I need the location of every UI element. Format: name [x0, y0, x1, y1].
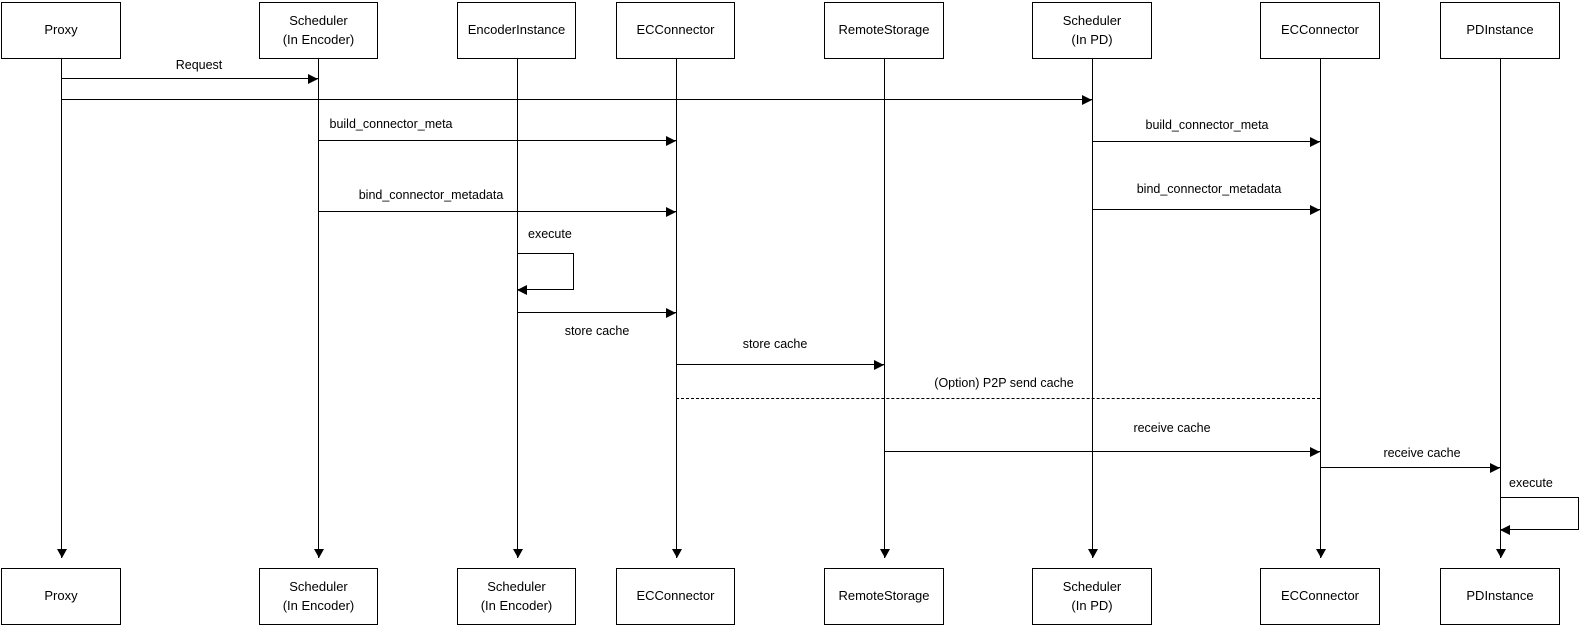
participant-box-bottom-pdinstance[interactable]: PDInstance — [1440, 568, 1560, 625]
message-label-m8: store cache — [742, 337, 808, 351]
message-line-m3 — [318, 140, 676, 141]
participant-box-bottom-proxy[interactable]: Proxy — [1, 568, 121, 625]
participant-box-top-ecconnector_e[interactable]: ECConnector — [616, 2, 735, 59]
participant-box-bottom-label-primary: ECConnector — [636, 588, 715, 604]
lifeline-remotestorage — [884, 59, 885, 558]
message-line-m1 — [61, 78, 318, 79]
message-arrow-icon-m8 — [874, 359, 884, 370]
participant-box-top-label-primary: Proxy — [44, 22, 78, 38]
participant-box-bottom-label-secondary: (In PD) — [1071, 597, 1113, 613]
message-arrow-icon-m6 — [1310, 204, 1320, 215]
message-label-m3: build_connector_meta — [329, 117, 453, 131]
participant-box-bottom-label-primary: Proxy — [44, 588, 78, 604]
participant-box-top-label-primary: PDInstance — [1466, 22, 1534, 38]
participant-box-bottom-label-primary: RemoteStorage — [838, 588, 930, 604]
participant-box-bottom-label-primary: ECConnector — [1280, 588, 1360, 604]
lifeline-end-arrow-icon-proxy — [56, 549, 67, 558]
participant-box-bottom-label-primary: Scheduler — [289, 578, 348, 594]
participant-box-top-scheduler_enc[interactable]: Scheduler (In Encoder) — [259, 2, 378, 59]
message-label-m11: receive cache — [1383, 446, 1461, 460]
participant-box-top-remotestorage[interactable]: RemoteStorage — [824, 2, 944, 59]
self-message-arrow-icon-s1 — [517, 285, 527, 295]
message-arrow-icon-m1 — [308, 73, 318, 84]
participant-box-top-pdinstance[interactable]: PDInstance — [1440, 2, 1560, 59]
participant-box-top-scheduler_pd[interactable]: Scheduler (In PD) — [1032, 2, 1152, 59]
lifeline-end-arrow-icon-ecconnector_e — [671, 549, 682, 558]
participant-box-top-label-secondary: (In PD) — [1071, 31, 1113, 47]
participant-box-top-label-primary: EncoderInstance — [467, 22, 566, 38]
participant-box-bottom-label-secondary: (In Encoder) — [480, 597, 553, 613]
lifeline-ecconnector_p — [1320, 59, 1321, 558]
participant-box-bottom-label-primary: PDInstance — [1466, 588, 1534, 604]
participant-box-top-encoder_inst[interactable]: EncoderInstance — [457, 2, 576, 59]
participant-box-top-proxy[interactable]: Proxy — [1, 2, 121, 59]
lifeline-end-arrow-icon-ecconnector_p — [1315, 549, 1326, 558]
message-line-m4 — [1092, 141, 1320, 142]
self-message-label-s2: execute — [1509, 476, 1553, 490]
message-line-m5 — [318, 211, 676, 212]
message-line-m2 — [61, 99, 1092, 100]
self-message-label-s1: execute — [528, 227, 572, 241]
self-message-loop-s1 — [517, 253, 574, 290]
lifeline-scheduler_enc — [318, 59, 319, 558]
self-message-loop-s2 — [1500, 497, 1579, 530]
lifeline-end-arrow-icon-remotestorage — [879, 549, 890, 558]
message-arrow-icon-m2 — [1082, 94, 1092, 105]
participant-box-top-label-primary: Scheduler — [1062, 12, 1122, 28]
message-arrow-icon-m11 — [1490, 462, 1500, 473]
participant-box-bottom-label-primary: Scheduler — [1062, 578, 1122, 594]
self-message-arrow-icon-s2 — [1500, 525, 1510, 535]
lifeline-encoder_inst — [517, 59, 518, 558]
participant-box-top-label-primary: ECConnector — [1280, 22, 1360, 38]
lifeline-scheduler_pd — [1092, 59, 1093, 558]
message-label-m1: Request — [175, 58, 223, 72]
message-arrow-icon-m7 — [666, 307, 676, 318]
message-arrow-icon-m5 — [666, 206, 676, 217]
participant-box-bottom-ecconnector_e[interactable]: ECConnector — [616, 568, 735, 625]
message-arrow-icon-m3 — [666, 135, 676, 146]
message-line-m6 — [1092, 209, 1320, 210]
message-label-m5: bind_connector_metadata — [358, 188, 504, 202]
message-line-m7 — [517, 312, 676, 313]
participant-box-bottom-encoder_inst[interactable]: Scheduler (In Encoder) — [457, 568, 576, 625]
participant-box-bottom-remotestorage[interactable]: RemoteStorage — [824, 568, 944, 625]
lifeline-end-arrow-icon-pdinstance — [1495, 549, 1506, 558]
message-line-m10 — [884, 451, 1320, 452]
message-line-m8 — [676, 364, 884, 365]
message-label-m4: build_connector_meta — [1145, 118, 1269, 132]
message-label-m7: store cache — [564, 324, 630, 338]
message-line-m11 — [1320, 467, 1500, 468]
message-arrow-icon-m4 — [1310, 136, 1320, 147]
participant-box-bottom-label-secondary: (In Encoder) — [282, 597, 355, 613]
participant-box-top-label-secondary: (In Encoder) — [282, 31, 355, 47]
lifeline-end-arrow-icon-scheduler_pd — [1087, 549, 1098, 558]
participant-box-bottom-label-primary: Scheduler — [487, 578, 546, 594]
lifeline-pdinstance — [1500, 59, 1501, 558]
lifeline-proxy — [61, 59, 62, 558]
lifeline-ecconnector_e — [676, 59, 677, 558]
participant-box-top-label-primary: RemoteStorage — [838, 22, 930, 38]
message-line-m9 — [676, 398, 1320, 399]
message-label-m10: receive cache — [1133, 421, 1211, 435]
lifeline-end-arrow-icon-encoder_inst — [512, 549, 523, 558]
participant-box-top-label-primary: ECConnector — [636, 22, 715, 38]
message-arrow-icon-m10 — [1310, 446, 1320, 457]
lifeline-end-arrow-icon-scheduler_enc — [313, 549, 324, 558]
participant-box-bottom-ecconnector_p[interactable]: ECConnector — [1260, 568, 1380, 625]
participant-box-bottom-scheduler_enc[interactable]: Scheduler (In Encoder) — [259, 568, 378, 625]
participant-box-top-label-primary: Scheduler — [289, 12, 348, 28]
participant-box-top-ecconnector_p[interactable]: ECConnector — [1260, 2, 1380, 59]
message-label-m6: bind_connector_metadata — [1136, 182, 1282, 196]
participant-box-bottom-scheduler_pd[interactable]: Scheduler (In PD) — [1032, 568, 1152, 625]
message-label-m9: (Option) P2P send cache — [934, 376, 1074, 390]
